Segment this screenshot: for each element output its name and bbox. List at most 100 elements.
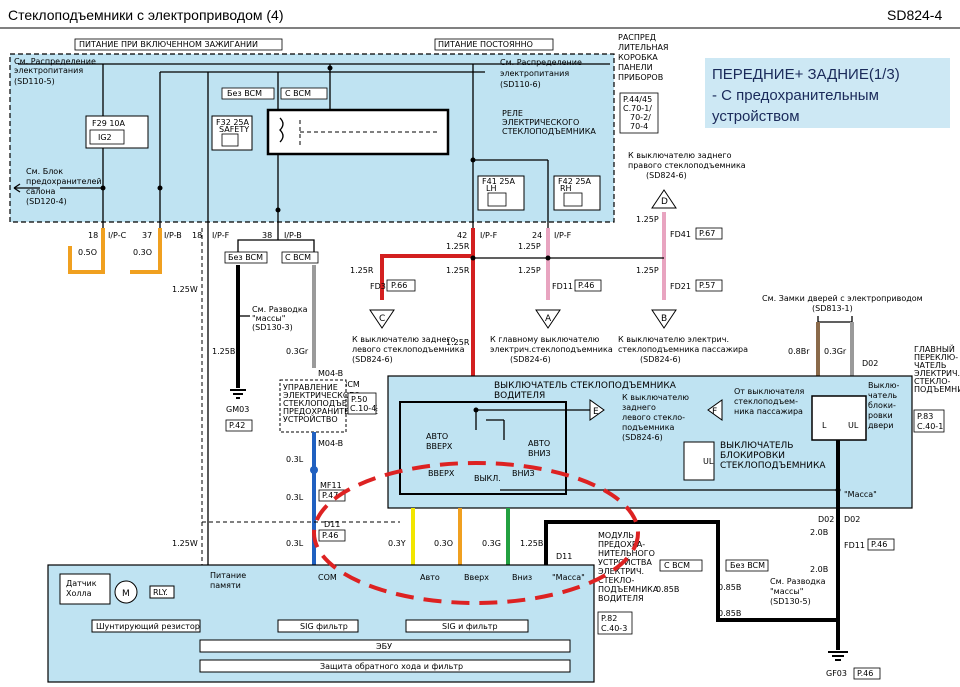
svg-text:Питание: Питание: [210, 571, 246, 580]
ground-gf03: [828, 651, 848, 661]
svg-text:левого стеклоподъемника: левого стеклоподъемника: [352, 345, 465, 354]
svg-text:I/P-B: I/P-B: [284, 231, 302, 240]
svg-text:К выключателю заднего: К выключателю заднего: [628, 151, 732, 160]
ecu-box: [199, 639, 571, 653]
svg-text:ВВЕРХ: ВВЕРХ: [428, 469, 455, 478]
svg-text:двери: двери: [868, 421, 893, 430]
svg-text:стеклоподъем-: стеклоподъем-: [734, 397, 798, 406]
svg-text:АВТО: АВТО: [528, 439, 550, 448]
svg-text:ЭЛЕКТРИЧ.: ЭЛЕКТРИЧ.: [598, 567, 644, 576]
svg-text:0.3Gr: 0.3Gr: [286, 347, 309, 356]
svg-text:1.25R: 1.25R: [350, 266, 374, 275]
svg-text:RLY.: RLY.: [153, 588, 168, 597]
svg-text:левого стекло-: левого стекло-: [622, 413, 685, 422]
svg-text:L: L: [822, 421, 827, 430]
svg-text:Вверх: Вверх: [464, 573, 489, 582]
svg-text:18: 18: [88, 231, 98, 240]
svg-text:"Масса": "Масса": [552, 573, 585, 582]
svg-text:1.25B: 1.25B: [212, 347, 235, 356]
svg-text:1.25B: 1.25B: [520, 539, 543, 548]
svg-text:ВОДИТЕЛЯ: ВОДИТЕЛЯ: [494, 391, 545, 401]
svg-text:К выключателю: К выключателю: [622, 393, 689, 402]
svg-text:(SD110-5): (SD110-5): [14, 77, 55, 86]
svg-text:SAFETY: SAFETY: [219, 125, 249, 134]
svg-text:1.25R: 1.25R: [446, 242, 470, 251]
svg-text:70-2/: 70-2/: [630, 113, 651, 122]
svg-text:ровки: ровки: [868, 411, 893, 420]
svg-text:M: M: [122, 589, 130, 599]
svg-text:(SD813-1): (SD813-1): [812, 304, 853, 313]
ig2-label: IG2: [98, 133, 112, 142]
svg-text:Вниз: Вниз: [512, 573, 532, 582]
svg-text:B: B: [661, 314, 667, 324]
wire-orange-1: [68, 228, 105, 274]
svg-text:2.0B: 2.0B: [810, 565, 828, 574]
svg-text:1.25W: 1.25W: [172, 539, 198, 548]
svg-text:См. Разводка: См. Разводка: [252, 305, 308, 314]
svg-text:блоки-: блоки-: [868, 401, 896, 410]
svg-text:предохранителей: предохранителей: [26, 177, 102, 186]
svg-text:См. Блок: См. Блок: [26, 167, 63, 176]
svg-text:2.0B: 2.0B: [810, 528, 828, 537]
ground-gm03: [230, 389, 246, 399]
svg-text:P.50: P.50: [351, 395, 367, 404]
diagram-title: Стеклоподъемники с электроприводом (4): [8, 7, 284, 23]
svg-text:ПОДЪЕМНИКА: ПОДЪЕМНИКА: [598, 585, 659, 594]
see-power-dist-left: См. Распределение электропитания (SD110-…: [14, 57, 96, 86]
svg-text:37: 37: [142, 231, 152, 240]
svg-text:C.40-1: C.40-1: [917, 422, 943, 431]
svg-text:стеклоподъемника пассажира: стеклоподъемника пассажира: [618, 345, 748, 354]
svg-text:ПРЕДОХРА-: ПРЕДОХРА-: [598, 540, 645, 549]
svg-text:C.70-1/: C.70-1/: [623, 104, 652, 113]
svg-text:РЕЛЕ: РЕЛЕ: [502, 109, 523, 118]
svg-text:0.5O: 0.5O: [78, 248, 97, 257]
svg-text:24: 24: [532, 231, 542, 240]
svg-text:Без BCM: Без BCM: [730, 561, 765, 570]
ref-e-marker: [589, 399, 605, 421]
svg-text:0.85B: 0.85B: [656, 585, 679, 594]
svg-text:FD41: FD41: [670, 230, 691, 239]
svg-text:1.25R: 1.25R: [446, 338, 470, 347]
wire-red-branch: [380, 254, 473, 300]
svg-text:ПЕРЕКЛЮ-: ПЕРЕКЛЮ-: [914, 353, 958, 362]
svg-text:I/P-F: I/P-F: [212, 231, 230, 240]
svg-text:ВВЕРХ: ВВЕРХ: [426, 442, 453, 451]
svg-text:GM03: GM03: [226, 405, 249, 414]
svg-text:FD11: FD11: [844, 541, 865, 550]
svg-text:УСТРОЙСТВО: УСТРОЙСТВО: [283, 413, 338, 424]
svg-text:БЛОКИРОВКИ: БЛОКИРОВКИ: [720, 451, 785, 461]
svg-text:УПРАВЛЕНИЕ: УПРАВЛЕНИЕ: [283, 383, 338, 392]
svg-text:К выключателю заднего: К выключателю заднего: [352, 335, 456, 344]
svg-text:1.25P: 1.25P: [636, 266, 659, 275]
svg-text:0.3G: 0.3G: [482, 539, 501, 548]
svg-text:A: A: [545, 314, 552, 324]
svg-text:0.3L: 0.3L: [286, 493, 304, 502]
svg-text:0.85B: 0.85B: [718, 609, 741, 618]
svg-text:P.46: P.46: [578, 281, 594, 290]
svg-text:I/P-B: I/P-B: [164, 231, 182, 240]
svg-text:ЭЛЕКТРИЧ.: ЭЛЕКТРИЧ.: [914, 369, 960, 378]
svg-text:P.47: P.47: [322, 491, 338, 500]
svg-text:ПОДЪЕМНИКА: ПОДЪЕМНИКА: [914, 385, 960, 394]
svg-text:ЭБУ: ЭБУ: [376, 642, 392, 651]
svg-text:ВЫКЛЮЧАТЕЛЬ СТЕКЛОПОДЪЕМНИКА: ВЫКЛЮЧАТЕЛЬ СТЕКЛОПОДЪЕМНИКА: [494, 381, 677, 391]
svg-text:0.3L: 0.3L: [286, 539, 304, 548]
svg-text:"массы": "массы": [770, 587, 803, 596]
svg-text:От выключателя: От выключателя: [734, 387, 805, 396]
ref-d-triangle: [651, 189, 677, 209]
svg-text:правого стеклоподъемника: правого стеклоподъемника: [628, 161, 746, 170]
svg-text:СТЕКЛОПОДЪЕМНИКА: СТЕКЛОПОДЪЕМНИКА: [283, 399, 377, 408]
svg-text:ВЫКЛ.: ВЫКЛ.: [474, 474, 501, 483]
svg-text:Холла: Холла: [66, 589, 92, 598]
svg-text:P.46: P.46: [871, 540, 887, 549]
bcm-without-label: Без BCM: [228, 253, 263, 262]
svg-text:D02: D02: [862, 359, 878, 368]
shunt-resistor: [91, 619, 201, 633]
svg-text:ЧАТЕЛЬ: ЧАТЕЛЬ: [914, 361, 946, 370]
svg-text:38: 38: [262, 231, 272, 240]
svg-text:MF11: MF11: [320, 481, 342, 490]
with-bcm-label: С BCM: [285, 89, 311, 98]
svg-text:ЭЛЕКТРИЧЕСКОГО: ЭЛЕКТРИЧЕСКОГО: [283, 391, 360, 400]
ref-f-marker: [707, 399, 723, 421]
svg-text:LH: LH: [486, 184, 496, 193]
